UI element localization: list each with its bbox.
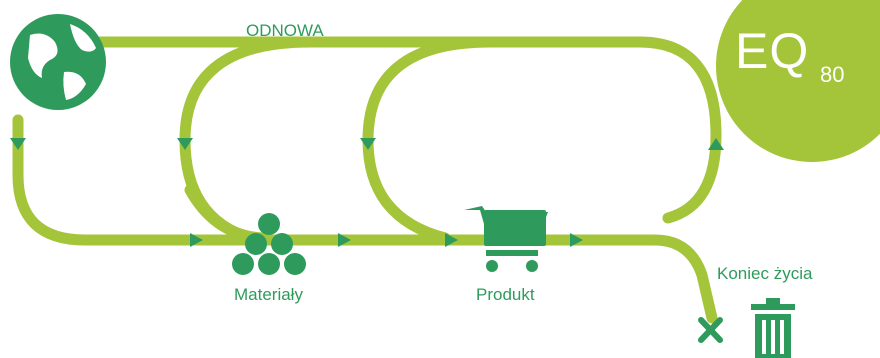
renewal-path	[94, 36, 722, 224]
label-end-of-life: Koniec życia	[717, 264, 813, 283]
label-materials: Materiały	[234, 285, 303, 304]
label-product: Produkt	[476, 285, 535, 304]
eq-badge-sub: 80	[820, 62, 845, 87]
chevron-right-icon	[445, 233, 458, 247]
eq-badge-main: EQ	[735, 23, 810, 79]
chevron-down-icon	[360, 138, 376, 150]
chevron-up-icon	[708, 138, 724, 150]
label-renewal: ODNOWA	[246, 21, 324, 40]
chevron-down-icon	[177, 138, 193, 150]
main-flow-path	[12, 114, 718, 324]
close-icon	[698, 317, 723, 343]
globe-icon	[10, 14, 106, 110]
materials-stack-icon	[232, 213, 306, 275]
chevron-right-icon	[570, 233, 583, 247]
chevron-down-icon	[10, 138, 26, 150]
chevron-right-icon	[338, 233, 351, 247]
shopping-cart-icon	[464, 206, 548, 272]
loop-3	[184, 184, 268, 244]
trash-icon	[751, 298, 795, 358]
chevron-right-icon	[190, 233, 203, 247]
